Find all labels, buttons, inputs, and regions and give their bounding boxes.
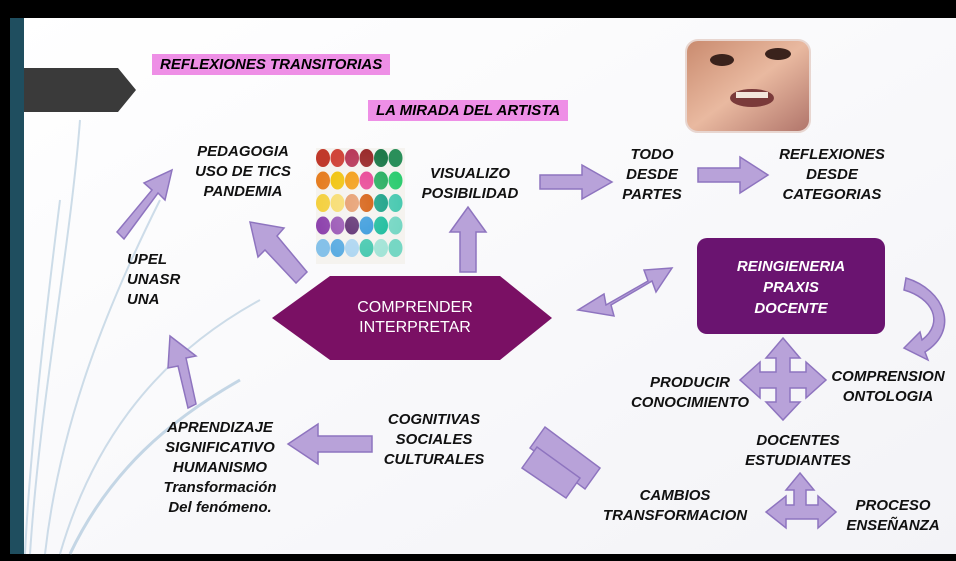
arrow-curved-reingenieria xyxy=(902,277,946,362)
label-cognitivas: COGNITIVAS SOCIALES CULTURALES xyxy=(383,411,485,468)
arrow-hex-visualizo xyxy=(448,205,488,273)
arrow-hex-pedagogia xyxy=(249,221,309,285)
label-cambios: CAMBIOS TRANSFORMACION xyxy=(602,487,748,524)
reingenieria-box xyxy=(697,238,885,334)
arrow-todo-reflexiones xyxy=(697,155,770,195)
tag-mirada-artista: LA MIRADA DEL ARTISTA xyxy=(368,100,569,121)
label-aprendizaje: APRENDIZAJE SIGNIFICATIVO HUMANISMO Tran… xyxy=(163,419,277,516)
label-todo: TODO DESDE PARTES xyxy=(622,146,682,203)
reingenieria-line1: REINGIENERIA xyxy=(736,258,846,275)
label-pedagogia: PEDAGOGIA USO DE TICS PANDEMIA xyxy=(195,143,291,200)
decorative-curves xyxy=(24,119,261,555)
reingenieria-line2: PRAXIS xyxy=(763,279,819,296)
arrow-hex-reingenieria xyxy=(575,267,674,317)
left-accent-bar xyxy=(10,18,24,554)
reingenieria-line3: DOCENTE xyxy=(754,300,828,317)
hexagon-text: COMPRENDER INTERPRETAR xyxy=(330,298,500,338)
arrow-aprendizaje-upel xyxy=(167,334,198,410)
label-upel: UPEL UNASR UNA xyxy=(127,251,181,308)
arrows xyxy=(115,155,946,530)
arrow-visualizo-todo xyxy=(539,163,614,201)
yarn-shelf-photo xyxy=(316,148,405,264)
equals-bottom-bar xyxy=(520,445,582,500)
label-docentes: DOCENTES ESTUDIANTES xyxy=(745,432,851,469)
arrow-lower-cross xyxy=(764,471,838,530)
tag-reflexiones-transitorias: REFLEXIONES TRANSITORIAS xyxy=(152,54,391,75)
label-comprension: COMPRENSION ONTOLOGIA xyxy=(831,368,945,405)
reingenieria-text: REINGIENERIA PRAXIS DOCENTE xyxy=(697,256,885,319)
arrow-upel-pedagogia xyxy=(115,168,174,241)
label-producir: PRODUCIR CONOCIMIENTO xyxy=(630,374,750,411)
label-reflexiones-desde: REFLEXIONES DESDE CATEGORIAS xyxy=(779,146,885,203)
title-pennant xyxy=(24,68,136,112)
arrow-cognitivas-aprendizaje xyxy=(286,422,373,466)
hexagon-line1: COMPRENDER xyxy=(357,299,473,316)
hexagon-line2: INTERPRETAR xyxy=(359,319,471,336)
child-face-photo xyxy=(685,39,811,133)
label-proceso: PROCESO ENSEÑANZA xyxy=(846,497,940,534)
hexagon-comprender xyxy=(272,276,552,360)
label-visualizo: VISUALIZO POSIBILIDAD xyxy=(421,165,519,202)
arrow-four-way xyxy=(738,336,828,422)
